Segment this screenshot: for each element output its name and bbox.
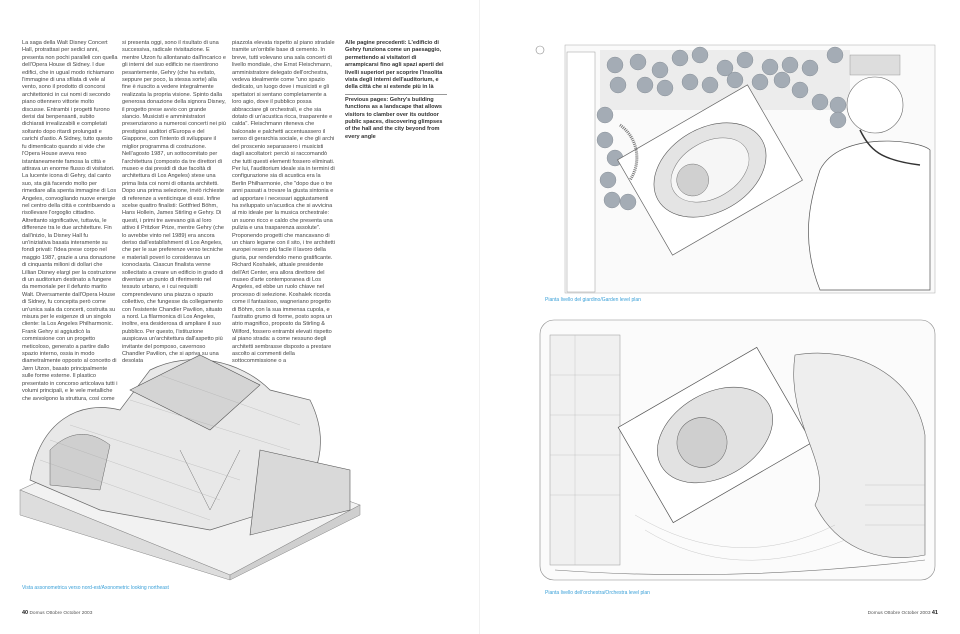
body-column-1: La saga della Walt Disney Concert Hall, … xyxy=(22,40,118,402)
tree-icon xyxy=(629,53,647,71)
orchestra-level-plan xyxy=(539,319,936,581)
orchestra-plan-caption: Pianta livello dell'orchestra/Orchestra … xyxy=(545,590,650,596)
tree-icon xyxy=(829,96,847,114)
left-page: La saga della Walt Disney Concert Hall, … xyxy=(19,40,447,616)
tree-icon xyxy=(599,171,617,189)
body-column-3: piazzola elevata rispetto al piano strad… xyxy=(232,40,335,365)
tree-icon xyxy=(736,51,754,69)
tree-icon xyxy=(606,56,624,74)
right-folio: Domus Ottobre October 2003 41 xyxy=(868,610,938,616)
axonometric-caption: Vista assonometrica verso nord-est/Axono… xyxy=(22,585,169,591)
garden-level-plan xyxy=(535,44,936,294)
page-number: 40 xyxy=(22,610,29,616)
left-folio: 40 Domus Ottobre October 2003 xyxy=(22,610,92,616)
tree-icon xyxy=(826,46,844,64)
tree-icon xyxy=(619,193,637,211)
sidebar-caption-english: Previous pages: Gehry's building functio… xyxy=(345,96,443,140)
north-arrow-icon xyxy=(535,45,545,55)
body-column-2: si presenta oggi, sono il risultato di u… xyxy=(122,40,226,365)
axonometric-drawing xyxy=(19,354,361,581)
sidebar-caption-italian: Alle pagine precedenti: L'edificio di Ge… xyxy=(345,40,444,91)
tree-icon xyxy=(671,49,689,67)
folio-text: Domus Ottobre October 2003 xyxy=(29,611,93,616)
tree-icon xyxy=(781,56,799,74)
folio-text: Domus Ottobre October 2003 xyxy=(867,611,931,616)
tree-icon xyxy=(761,58,779,76)
tree-icon xyxy=(801,59,819,77)
tree-icon xyxy=(791,81,809,99)
tree-icon xyxy=(751,73,769,91)
sidebar-caption: Alle pagine precedenti: L'edificio di Ge… xyxy=(345,40,447,141)
tree-icon xyxy=(609,76,627,94)
right-page: Pianta livello del giardino/Garden level… xyxy=(480,0,960,634)
tree-icon xyxy=(691,46,709,64)
tree-icon xyxy=(829,111,847,129)
tree-icon xyxy=(603,191,621,209)
tree-icon xyxy=(701,76,719,94)
tree-icon xyxy=(726,71,744,89)
tree-icon xyxy=(656,79,674,97)
tree-icon xyxy=(636,76,654,94)
tree-icon xyxy=(811,93,829,111)
tree-icon xyxy=(773,71,791,89)
tree-icon xyxy=(651,61,669,79)
caption-divider xyxy=(345,93,447,95)
tree-icon xyxy=(716,59,734,77)
tree-icon xyxy=(596,131,614,149)
garden-plan-caption: Pianta livello del giardino/Garden level… xyxy=(545,297,641,303)
tree-icon xyxy=(596,106,614,124)
tree-icon xyxy=(681,73,699,91)
page-number: 41 xyxy=(931,610,938,616)
